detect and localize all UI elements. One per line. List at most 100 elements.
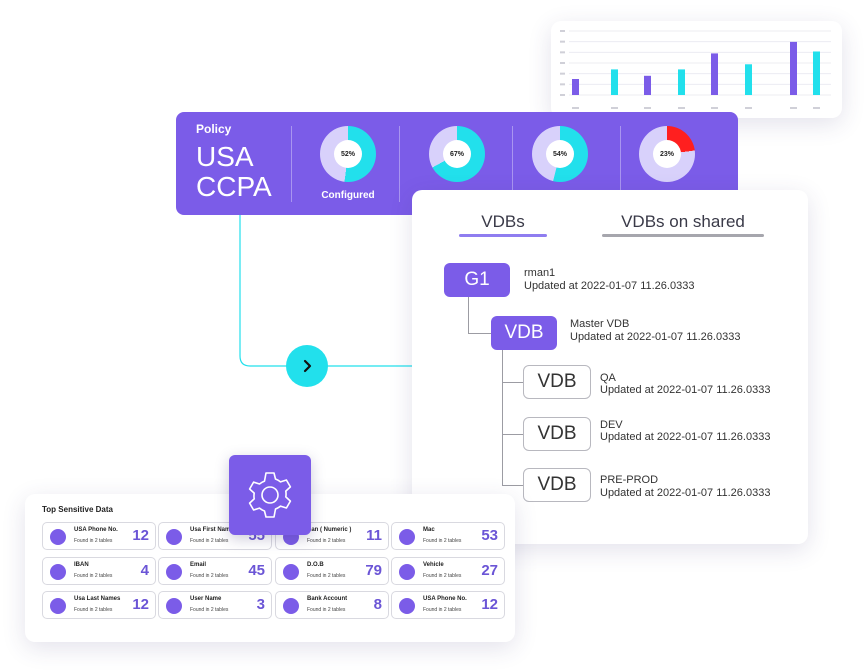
sensitive-tile[interactable]: USA Phone No. Found in 2 tables 12 bbox=[391, 591, 505, 619]
tile-name: USA Phone No. bbox=[74, 527, 118, 533]
tile-count: 12 bbox=[481, 596, 498, 613]
donut-chart: 23% bbox=[639, 126, 695, 182]
x-tick-mark bbox=[790, 107, 797, 109]
node-badge-g1[interactable]: G1 bbox=[444, 263, 510, 297]
tile-name: User Name bbox=[190, 596, 222, 602]
node-updated: Updated at 2022-01-07 11.26.0333 bbox=[524, 280, 695, 292]
tile-subtitle: Found in 2 tables bbox=[307, 607, 346, 613]
tile-name: D.O.B bbox=[307, 562, 324, 568]
donut-chart: 54% bbox=[532, 126, 588, 182]
tile-subtitle: Found in 2 tables bbox=[423, 573, 462, 579]
tile-count: 11 bbox=[366, 527, 382, 544]
y-tick-mark bbox=[560, 62, 565, 64]
tile-count: 45 bbox=[248, 562, 265, 579]
bar-chart-svg bbox=[560, 30, 831, 109]
tile-count: 4 bbox=[140, 562, 149, 579]
tree-connector bbox=[502, 349, 503, 485]
node-updated: Updated at 2022-01-07 11.26.0333 bbox=[570, 331, 741, 343]
tile-count: 8 bbox=[373, 596, 382, 613]
sensitive-tile[interactable]: Bank Account Found in 2 tables 8 bbox=[275, 591, 389, 619]
tile-subtitle: Found in 2 tables bbox=[74, 573, 113, 579]
tile-count: 12 bbox=[132, 527, 149, 544]
chart-bar bbox=[611, 69, 618, 95]
node-updated: Updated at 2022-01-07 11.26.0333 bbox=[600, 431, 771, 443]
chart-bar bbox=[572, 79, 579, 95]
tile-subtitle: Found in 2 tables bbox=[423, 607, 462, 613]
active-tab-indicator bbox=[459, 234, 547, 237]
sensitive-tile[interactable]: IBAN Found in 2 tables 4 bbox=[42, 557, 156, 585]
category-dot-icon bbox=[283, 564, 299, 580]
category-dot-icon bbox=[166, 598, 182, 614]
tile-subtitle: Found in 2 tables bbox=[74, 607, 113, 613]
next-button[interactable] bbox=[286, 345, 328, 387]
node-updated: Updated at 2022-01-07 11.26.0333 bbox=[600, 384, 771, 396]
category-dot-icon bbox=[166, 529, 182, 545]
tile-name: Ban ( Numeric ) bbox=[307, 527, 352, 533]
x-tick-mark bbox=[678, 107, 685, 109]
node-badge-dev[interactable]: VDB bbox=[523, 417, 591, 451]
y-tick-mark bbox=[560, 51, 565, 54]
tile-name: IBAN bbox=[74, 562, 89, 568]
tile-count: 79 bbox=[365, 562, 382, 579]
donut-chart: 67% bbox=[429, 126, 485, 182]
x-tick-mark bbox=[711, 107, 718, 109]
x-tick-mark bbox=[611, 107, 618, 109]
category-dot-icon bbox=[399, 529, 415, 545]
tile-count: 3 bbox=[256, 596, 265, 613]
chart-bar bbox=[711, 53, 718, 95]
tree-connector bbox=[468, 333, 492, 334]
node-badge-pre-prod[interactable]: VDB bbox=[523, 468, 591, 502]
x-tick-mark bbox=[745, 107, 752, 109]
sensitive-tile[interactable]: USA Phone No. Found in 2 tables 12 bbox=[42, 522, 156, 550]
category-dot-icon bbox=[166, 564, 182, 580]
tile-name: Email bbox=[190, 562, 207, 568]
x-tick-mark bbox=[813, 107, 820, 109]
donut-value: 54% bbox=[546, 140, 574, 168]
tile-subtitle: Found in 2 tables bbox=[190, 538, 229, 544]
category-dot-icon bbox=[50, 529, 66, 545]
tile-subtitle: Found in 2 tables bbox=[307, 573, 346, 579]
x-tick-mark bbox=[644, 107, 651, 109]
divider bbox=[620, 126, 621, 202]
settings-button[interactable] bbox=[229, 455, 311, 535]
sensitive-tile[interactable]: User Name Found in 2 tables 3 bbox=[158, 591, 272, 619]
divider bbox=[291, 126, 292, 202]
category-dot-icon bbox=[283, 598, 299, 614]
tree-connector bbox=[502, 434, 524, 435]
sensitive-tile[interactable]: Ban ( Numeric ) Found in 2 tables 11 bbox=[275, 522, 389, 550]
node-title: PRE-PROD bbox=[600, 474, 659, 486]
chart-bar bbox=[678, 69, 685, 95]
sensitive-tile[interactable]: Email Found in 2 tables 45 bbox=[158, 557, 272, 585]
node-title: Master VDB bbox=[570, 318, 630, 330]
donut-value: 67% bbox=[443, 140, 471, 168]
tab-vdbs-on-shared[interactable]: VDBs on shared bbox=[621, 212, 745, 231]
tile-count: 27 bbox=[481, 562, 498, 579]
category-dot-icon bbox=[50, 564, 66, 580]
chart-bar bbox=[644, 75, 651, 95]
tab-vdbs[interactable]: VDBs bbox=[481, 212, 525, 231]
node-badge-master-vdb[interactable]: VDB bbox=[491, 316, 557, 350]
tile-name: Mac bbox=[423, 527, 435, 533]
donut-value: 23% bbox=[653, 140, 681, 168]
category-dot-icon bbox=[50, 598, 66, 614]
sensitive-tile[interactable]: Mac Found in 2 tables 53 bbox=[391, 522, 505, 550]
donut-value: 52% bbox=[334, 140, 362, 168]
tree-connector bbox=[502, 382, 524, 383]
tile-name: USA Phone No. bbox=[423, 596, 467, 602]
tree-connector bbox=[468, 297, 469, 334]
donut-chart: 52% bbox=[320, 126, 376, 182]
node-title: QA bbox=[600, 372, 616, 384]
chart-bar bbox=[790, 41, 797, 95]
tab-underline bbox=[602, 234, 764, 237]
tree-connector bbox=[502, 485, 524, 486]
sensitive-tile[interactable]: D.O.B Found in 2 tables 79 bbox=[275, 557, 389, 585]
chart-bar bbox=[745, 64, 752, 95]
tile-name: Usa Last Names bbox=[74, 596, 121, 602]
category-dot-icon bbox=[399, 598, 415, 614]
node-badge-qa[interactable]: VDB bbox=[523, 365, 591, 399]
chevron-right-icon bbox=[303, 359, 312, 373]
sensitive-tile[interactable]: Usa Last Names Found in 2 tables 12 bbox=[42, 591, 156, 619]
y-tick-mark bbox=[560, 40, 565, 43]
sensitive-tile[interactable]: Vehicle Found in 2 tables 27 bbox=[391, 557, 505, 585]
tile-subtitle: Found in 2 tables bbox=[190, 573, 229, 579]
